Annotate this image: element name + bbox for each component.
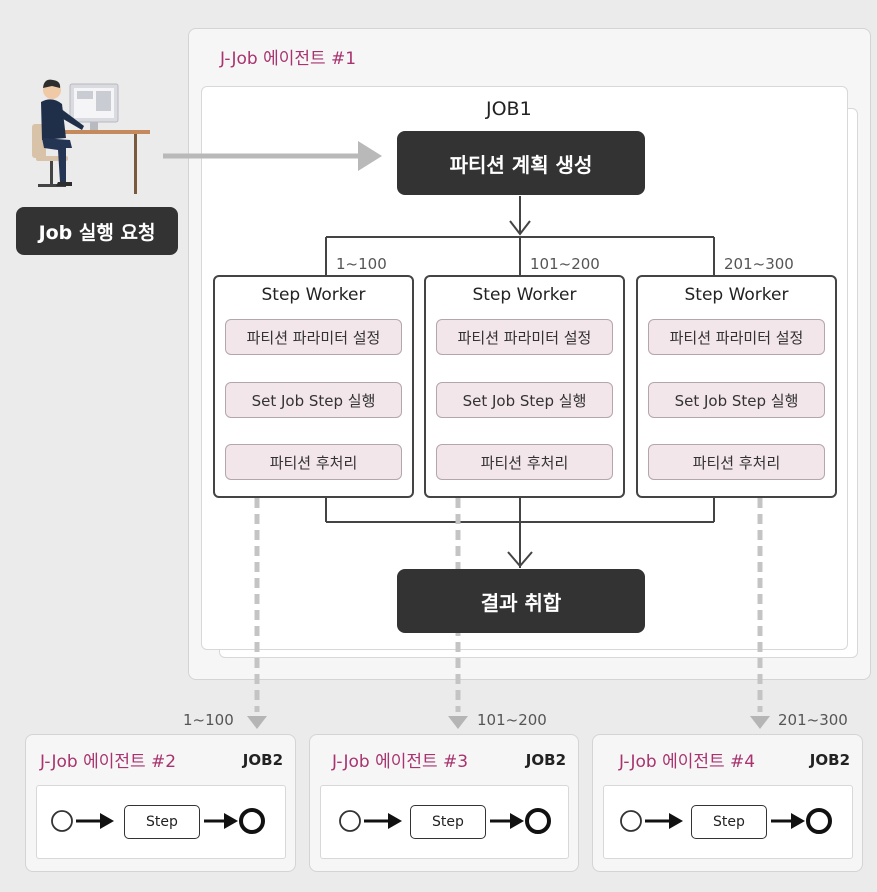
- step-worker-3: Step Worker 파티션 파라미터 설정 Set Job Step 실행 …: [636, 275, 837, 498]
- remote-agent-title: J-Job 에이전트 #3: [332, 752, 469, 772]
- set-job-step-run: Set Job Step 실행: [436, 382, 613, 418]
- worker-title: Step Worker: [472, 285, 577, 305]
- job-flow-graphic: [51, 808, 265, 834]
- result-merge-box: 결과 취합: [397, 569, 645, 633]
- user-at-desk-illustration: [32, 79, 150, 194]
- remote-agent-2: J-Job 에이전트 #2 JOB2 Step: [25, 734, 296, 872]
- job-request-label: Job 실행 요청: [16, 207, 178, 255]
- remote-2-range: 101~200: [477, 711, 547, 729]
- remote-1-range: 1~100: [183, 711, 234, 729]
- set-job-step-run: Set Job Step 실행: [648, 382, 825, 418]
- partition-plan-box: 파티션 계획 생성: [397, 131, 645, 195]
- remote-job-label: JOB2: [525, 751, 566, 769]
- set-job-step-run: Set Job Step 실행: [225, 382, 402, 418]
- remote-agent-title: J-Job 에이전트 #4: [619, 752, 756, 772]
- step-box: Step: [691, 805, 767, 839]
- worker-1-range: 1~100: [336, 255, 387, 273]
- job1-title: JOB1: [486, 98, 532, 120]
- remote-job-label: JOB2: [809, 751, 850, 769]
- partition-postprocess: 파티션 후처리: [648, 444, 825, 480]
- agent1-title: J-Job 에이전트 #1: [220, 49, 357, 69]
- worker-title: Step Worker: [261, 285, 366, 305]
- partition-postprocess: 파티션 후처리: [436, 444, 613, 480]
- remote-job-label: JOB2: [242, 751, 283, 769]
- worker-2-range: 101~200: [530, 255, 600, 273]
- partition-postprocess: 파티션 후처리: [225, 444, 402, 480]
- worker-3-range: 201~300: [724, 255, 794, 273]
- worker-title: Step Worker: [684, 285, 789, 305]
- step-box: Step: [124, 805, 200, 839]
- partition-param-setup: 파티션 파라미터 설정: [436, 319, 613, 355]
- step-worker-2: Step Worker 파티션 파라미터 설정 Set Job Step 실행 …: [424, 275, 625, 498]
- remote-agent-3: J-Job 에이전트 #3 JOB2 Step: [309, 734, 579, 872]
- partition-param-setup: 파티션 파라미터 설정: [225, 319, 402, 355]
- remote-agent-title: J-Job 에이전트 #2: [40, 752, 177, 772]
- job-flow-graphic: [339, 808, 551, 834]
- remote-agent-4: J-Job 에이전트 #4 JOB2 Step: [592, 734, 863, 872]
- partition-param-setup: 파티션 파라미터 설정: [648, 319, 825, 355]
- step-box: Step: [410, 805, 486, 839]
- remote-3-range: 201~300: [778, 711, 848, 729]
- job-flow-graphic: [620, 808, 832, 834]
- step-worker-1: Step Worker 파티션 파라미터 설정 Set Job Step 실행 …: [213, 275, 414, 498]
